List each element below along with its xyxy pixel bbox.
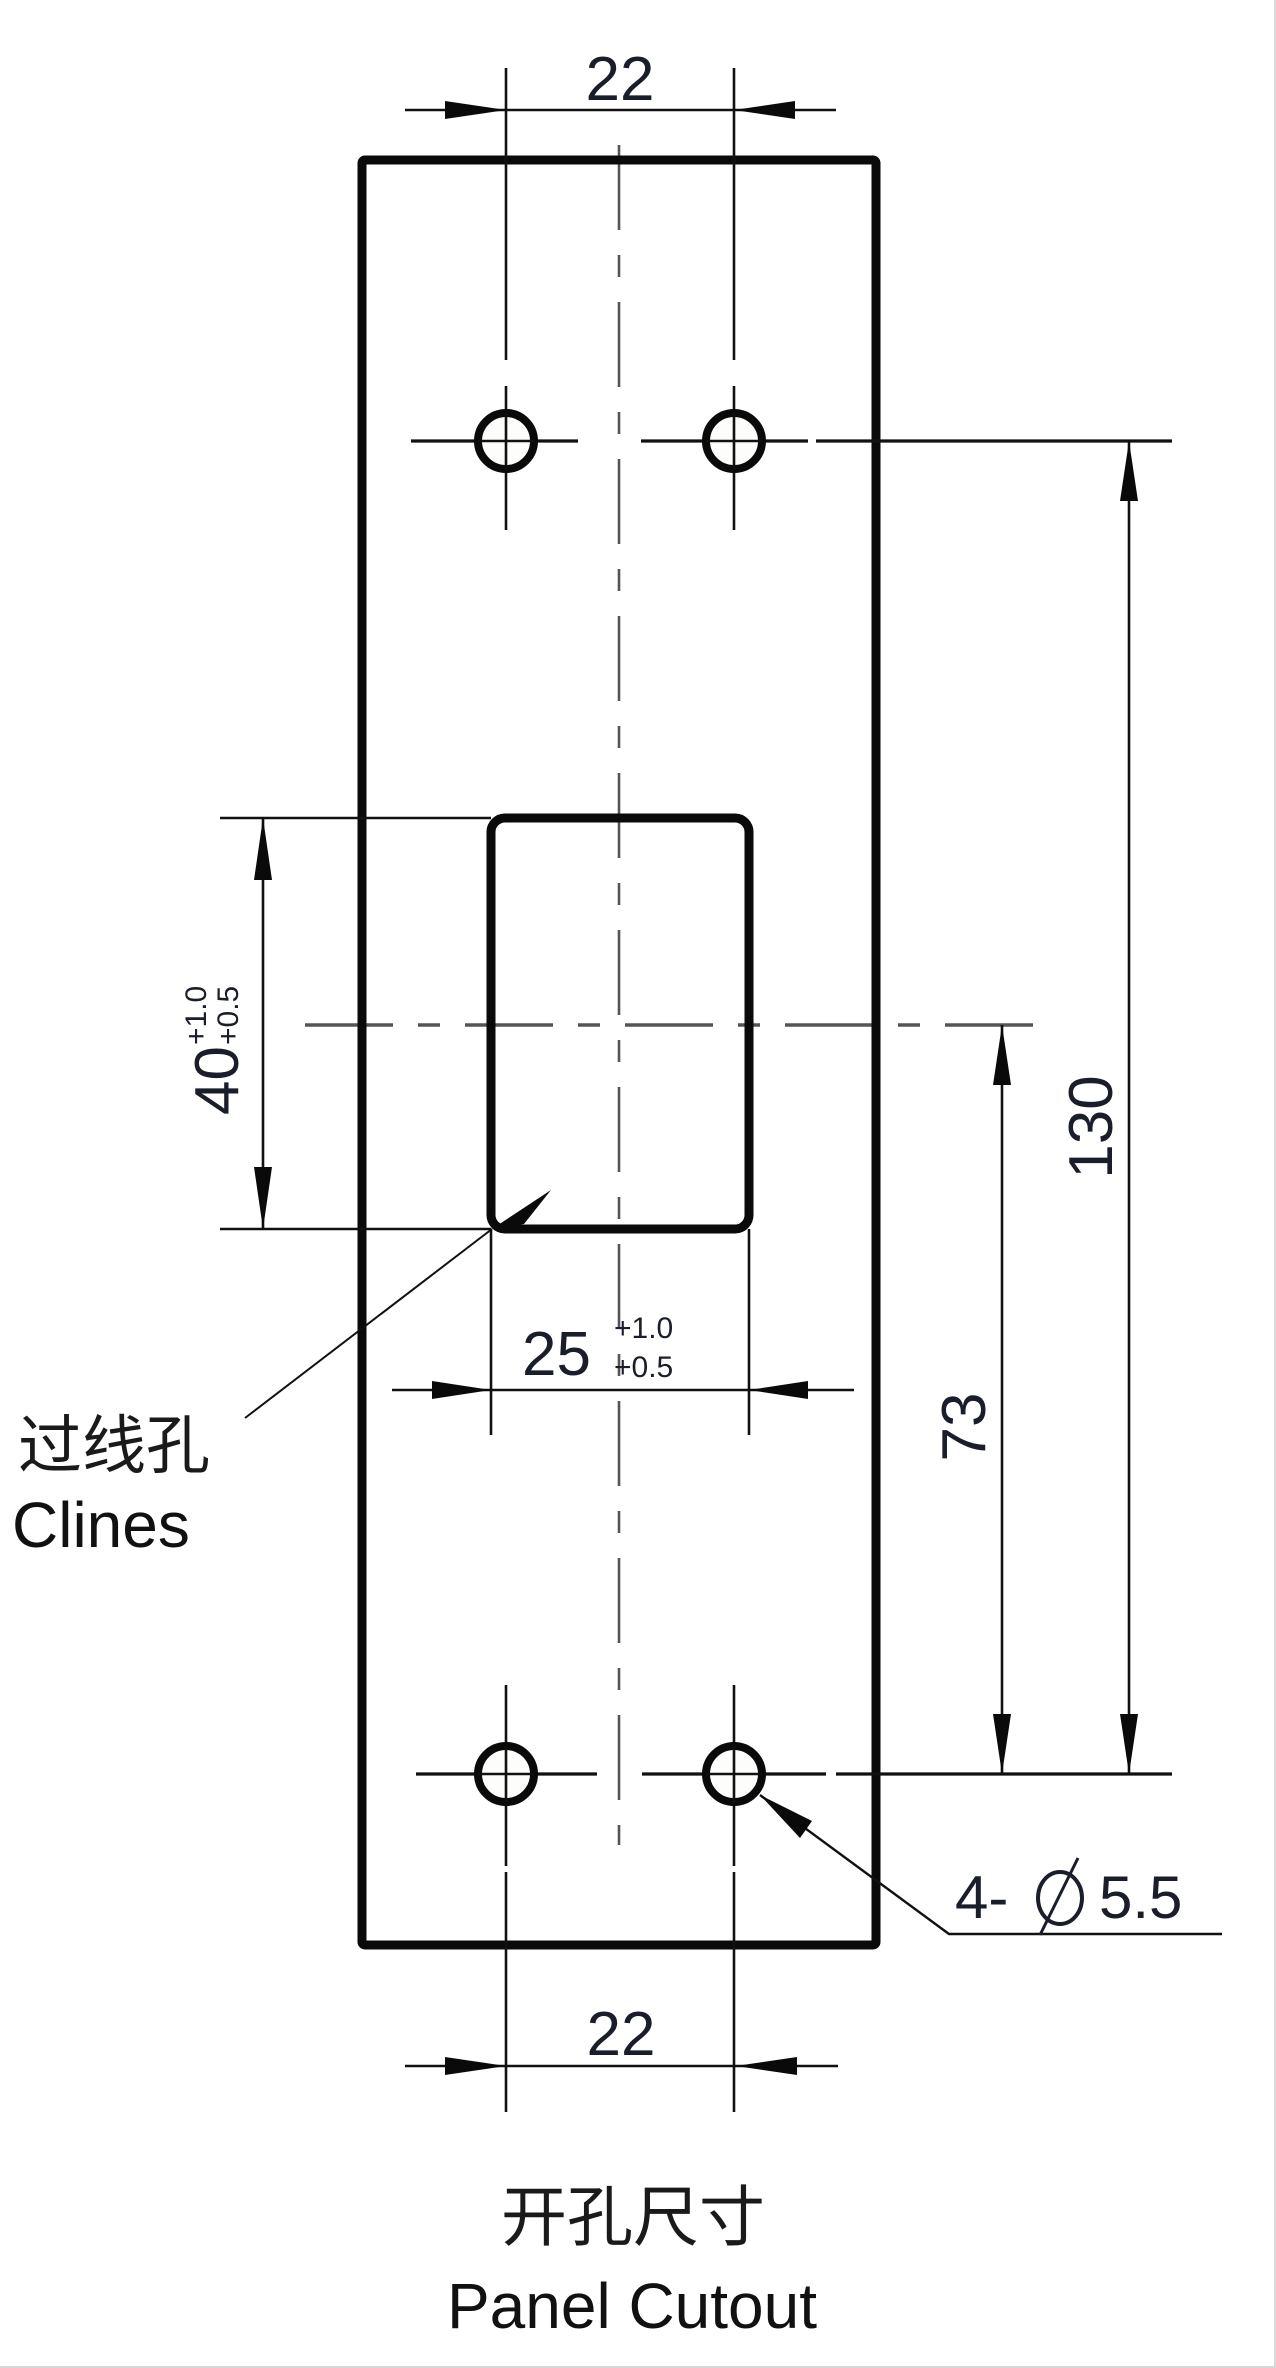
arrow-right-icon xyxy=(445,2057,506,2075)
slot-to-hole-dimension: 73 xyxy=(930,1025,1011,1774)
bottom-spacing-label: 22 xyxy=(587,2000,656,2069)
slot-height-tol-lower: +0.5 xyxy=(212,986,245,1045)
arrow-left-icon xyxy=(736,2057,797,2075)
arrow-left-icon xyxy=(734,101,795,119)
slot-width-label: 25 xyxy=(522,1320,591,1389)
slot-width-dimension: 25 +1.0 +0.5 xyxy=(392,1229,854,1435)
arrow-right-icon xyxy=(432,1381,491,1399)
leader-arrow-icon xyxy=(760,1795,812,1838)
mounting-hole-top-left xyxy=(474,409,538,473)
title-cn: 开孔尺寸 xyxy=(501,2179,765,2256)
slot-height-label: 40 xyxy=(183,1046,252,1115)
arrow-down-icon xyxy=(254,1167,272,1229)
arrow-down-icon xyxy=(1120,1714,1138,1774)
hole-to-hole-vertical-dimension: 130 xyxy=(1057,441,1138,1774)
arrow-up-icon xyxy=(993,1025,1011,1085)
arrow-right-icon xyxy=(445,101,506,119)
slot-width-tol-lower: +0.5 xyxy=(614,1351,673,1384)
arrow-left-icon xyxy=(749,1381,808,1399)
hole-callout-leader: 4- 5.5 xyxy=(759,1794,1222,1936)
bottom-22-dimension: 22 xyxy=(405,2000,838,2075)
diameter-icon xyxy=(1036,1857,1084,1936)
arrow-up-icon xyxy=(254,818,272,880)
mounting-hole-top-right xyxy=(702,409,766,473)
hole-callout-value: 5.5 xyxy=(1099,1864,1182,1931)
slot-width-tol-upper: +1.0 xyxy=(614,1312,673,1345)
mounting-hole-bottom-left xyxy=(474,1742,538,1806)
slot-to-hole-label: 73 xyxy=(930,1393,999,1462)
leader-arrow-icon xyxy=(492,1190,551,1229)
cable-hole-leader: 过线孔 Clines xyxy=(12,1190,551,1561)
cable-hole-label-cn: 过线孔 xyxy=(18,1410,210,1484)
hole-to-hole-label: 130 xyxy=(1057,1075,1126,1178)
hole-callout-prefix: 4- xyxy=(955,1864,1008,1931)
arrow-down-icon xyxy=(993,1714,1011,1774)
slot-height-dimension: 40 +1.0 +0.5 xyxy=(180,816,491,1231)
mounting-hole-bottom-right xyxy=(702,1742,766,1806)
cable-slot xyxy=(486,813,754,1234)
arrow-up-icon xyxy=(1120,441,1138,501)
cable-hole-label-en: Clines xyxy=(12,1489,190,1561)
slot-height-tol-upper: +1.0 xyxy=(180,986,213,1045)
title-en: Panel Cutout xyxy=(447,2270,817,2342)
top-spacing-label: 22 xyxy=(586,45,655,114)
panel-outline xyxy=(357,155,881,1950)
top-22-dimension: 22 xyxy=(405,45,836,119)
